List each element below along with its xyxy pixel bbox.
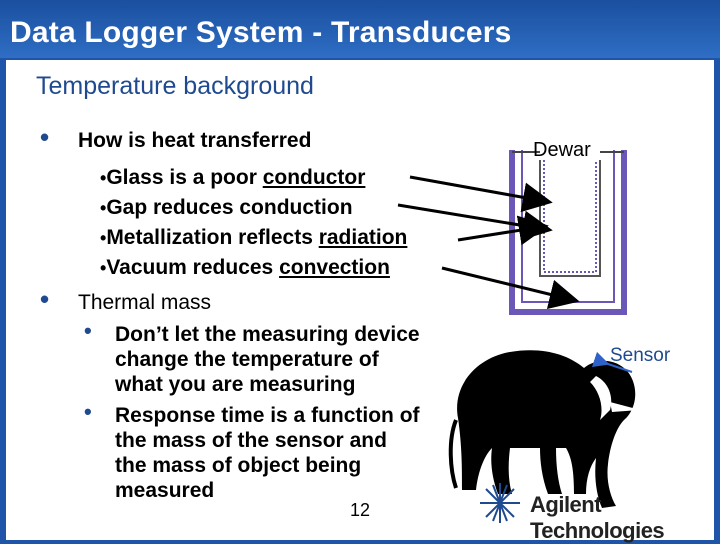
subitem-response-line-2: the mass of the sensor and — [115, 429, 387, 452]
subitem-response-line-3: the mass of object being — [115, 454, 362, 477]
bullet-dot: • — [40, 284, 50, 314]
sensor-arrow — [591, 351, 633, 373]
subitem-glass: •Glass is a poor conductor — [100, 166, 365, 190]
arrow-gap — [397, 203, 553, 241]
arrow-glass — [409, 175, 553, 213]
sub-bullet-dot: • — [100, 258, 107, 278]
subitem-measuring-line-2: change the temperature of — [115, 348, 379, 371]
sub-bullet-dot: • — [100, 228, 107, 248]
section-title: Temperature background — [36, 72, 314, 100]
subitem-measuring-line-1: Don’t let the measuring device — [115, 323, 420, 346]
slide-title: Data Logger System - Transducers — [10, 16, 512, 49]
bullet-dot: • — [84, 318, 92, 343]
sensor-label: Sensor — [610, 345, 671, 366]
sub-bullet-dot: • — [100, 198, 107, 218]
agilent-spark-icon — [480, 483, 520, 523]
subitem-gap-text: Gap reduces conduction — [106, 196, 353, 219]
inner-vessel — [539, 160, 601, 277]
subitem-response-line-1: Response time is a function of — [115, 404, 420, 427]
subitem-vacuum: •Vacuum reduces convection — [100, 256, 390, 280]
sub-bullet-dot: • — [100, 168, 107, 188]
subitem-measuring-line-3: what you are measuring — [115, 373, 356, 396]
subitem-response-line-4: measured — [115, 479, 215, 502]
subitem-glass-text: Glass is a poor — [106, 166, 263, 189]
subitem-metallization-underlined: radiation — [318, 226, 408, 249]
company-logo-text: Agilent Technologies — [530, 492, 665, 543]
page-number: 12 — [350, 500, 371, 520]
subitem-vacuum-text: Vacuum reduces — [106, 256, 280, 279]
bullet-dot: • — [84, 399, 92, 424]
arrow-metallization — [457, 215, 549, 246]
title-bar: Data Logger System - Transducers — [0, 0, 720, 58]
arrow-vacuum — [441, 266, 580, 310]
bullet-dot: • — [40, 122, 50, 152]
elephant-icon — [448, 350, 640, 508]
bullet-label-thermal-mass: Thermal mass — [78, 291, 212, 314]
metallization-layer — [543, 160, 597, 273]
subitem-glass-underlined: conductor — [262, 166, 366, 189]
subitem-metallization: •Metallization reflects radiation — [100, 226, 407, 250]
subitem-vacuum-underlined: convection — [279, 256, 390, 279]
subitem-metallization-text: Metallization reflects — [106, 226, 319, 249]
bullet-label-heat-transfer: How is heat transferred — [78, 129, 312, 152]
subitem-gap: •Gap reduces conduction — [100, 196, 353, 220]
dewar-label: Dewar — [533, 139, 591, 161]
